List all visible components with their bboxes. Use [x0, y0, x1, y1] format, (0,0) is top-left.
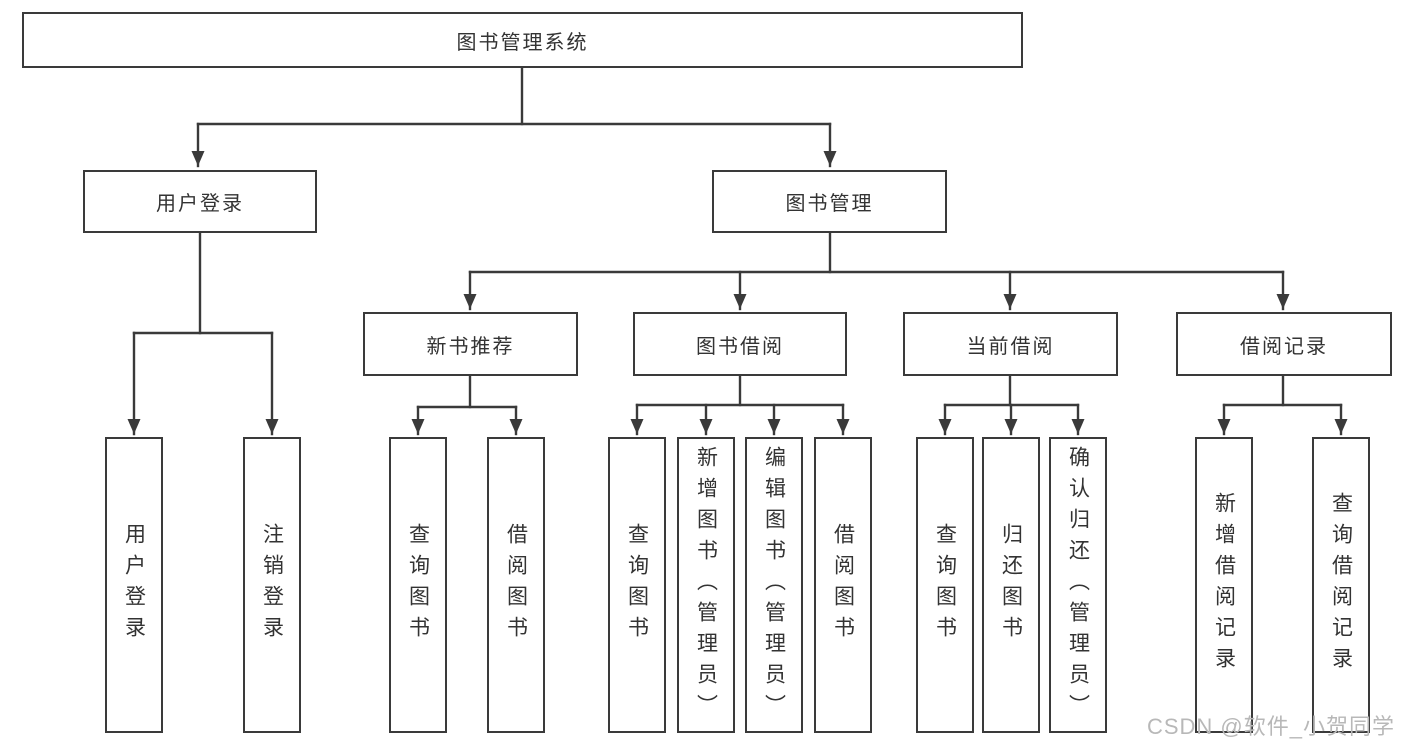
node-new-book-recommend: 新书推荐 [363, 312, 578, 376]
leaf-record-query-label: 查询借阅记录 [1329, 492, 1353, 678]
leaf-newbooks-query: 查询图书 [389, 437, 447, 733]
leaf-logout: 注销登录 [243, 437, 301, 733]
leaf-record-query: 查询借阅记录 [1312, 437, 1370, 733]
node-root: 图书管理系统 [22, 12, 1023, 68]
leaf-borrow-edit-admin: 编辑图书（管理员） [745, 437, 803, 733]
node-root-label: 图书管理系统 [456, 31, 589, 54]
node-book-management: 图书管理 [712, 170, 947, 233]
leaf-logout-label: 注销登录 [260, 523, 284, 647]
node-book-borrow: 图书借阅 [633, 312, 847, 376]
node-borrow-records-label: 借阅记录 [1240, 335, 1328, 358]
leaf-newbooks-query-label: 查询图书 [406, 523, 430, 647]
leaf-current-query-label: 查询图书 [933, 523, 957, 647]
leaf-borrow-add-admin-label: 新增图书（管理员） [694, 445, 718, 725]
leaf-current-query: 查询图书 [916, 437, 974, 733]
leaf-user-login-label: 用户登录 [122, 523, 146, 647]
leaf-newbooks-borrow: 借阅图书 [487, 437, 545, 733]
leaf-current-confirm-admin-label: 确认归还（管理员） [1066, 445, 1090, 725]
node-book-management-label: 图书管理 [785, 193, 874, 215]
leaf-borrow-book-label: 借阅图书 [831, 523, 855, 647]
leaf-record-add: 新增借阅记录 [1195, 437, 1253, 733]
node-borrow-records: 借阅记录 [1176, 312, 1392, 376]
leaf-current-return-label: 归还图书 [999, 523, 1023, 647]
leaf-borrow-edit-admin-label: 编辑图书（管理员） [762, 445, 786, 725]
node-new-book-recommend-label: 新书推荐 [426, 335, 515, 358]
leaf-current-return: 归还图书 [982, 437, 1040, 733]
leaf-borrow-query: 查询图书 [608, 437, 666, 733]
leaf-borrow-book: 借阅图书 [814, 437, 872, 733]
node-user-login: 用户登录 [83, 170, 317, 233]
leaf-record-add-label: 新增借阅记录 [1212, 492, 1236, 678]
node-current-borrow-label: 当前借阅 [966, 335, 1055, 358]
node-book-borrow-label: 图书借阅 [696, 335, 784, 358]
node-current-borrow: 当前借阅 [903, 312, 1118, 376]
leaf-borrow-query-label: 查询图书 [625, 523, 649, 647]
leaf-borrow-add-admin: 新增图书（管理员） [677, 437, 735, 733]
leaf-current-confirm-admin: 确认归还（管理员） [1049, 437, 1107, 733]
leaf-newbooks-borrow-label: 借阅图书 [504, 523, 528, 647]
leaf-user-login: 用户登录 [105, 437, 163, 733]
node-user-login-label: 用户登录 [156, 193, 244, 215]
